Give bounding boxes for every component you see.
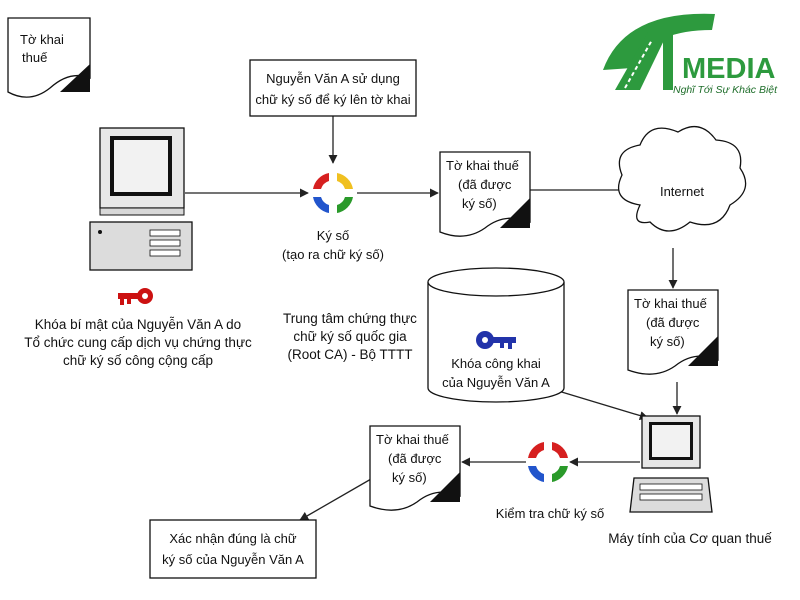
user-computer bbox=[89, 127, 193, 271]
logo-swoosh bbox=[603, 13, 715, 70]
root-ca-line2: chữ ký số quốc gia bbox=[293, 329, 407, 344]
doc-signed-right-line1: Tờ khai thuế bbox=[634, 296, 708, 311]
doc-top-left-line2: thuế bbox=[22, 50, 48, 65]
signer-note-line1: Nguyễn Văn A sử dụng bbox=[266, 71, 400, 86]
cycle-arrows-icon bbox=[313, 173, 353, 213]
verify-step-label: Kiểm tra chữ ký số bbox=[496, 506, 604, 521]
internet-cloud: Internet bbox=[617, 125, 747, 232]
blue-key-icon bbox=[476, 331, 516, 349]
sign-step-line2: (tạo ra chữ ký số) bbox=[282, 247, 384, 262]
doc-signed-top-line2: (đã được bbox=[458, 177, 512, 192]
doc-signed-top: Tờ khai thuế (đã được ký số) bbox=[439, 151, 531, 237]
brand-logo: MEDIA Nghĩ Tới Sự Khác Biệt bbox=[603, 13, 778, 96]
signer-note-line2: chữ ký số để ký lên tờ khai bbox=[255, 92, 410, 107]
doc-signed-bottom-line1: Tờ khai thuế bbox=[376, 432, 450, 447]
private-key-line3: chữ ký số công cộng cấp bbox=[62, 353, 214, 368]
doc-signed-bottom: Tờ khai thuế (đã được ký số) bbox=[369, 425, 461, 511]
confirm-line2: ký số của Nguyễn Văn A bbox=[162, 552, 304, 567]
logo-brand: MEDIA bbox=[682, 53, 776, 85]
doc-signed-top-line1: Tờ khai thuế bbox=[446, 158, 520, 173]
doc-signed-right: Tờ khai thuế (đã được ký số) bbox=[627, 289, 719, 375]
doc-top-left-line1: Tờ khai bbox=[20, 32, 64, 47]
public-key-line1: Khóa công khai bbox=[451, 356, 541, 371]
doc-top-left: Tờ khai thuế bbox=[7, 17, 91, 98]
root-ca-line1: Trung tâm chứng thực bbox=[283, 311, 417, 326]
root-ca-caption: Trung tâm chứng thực chữ ký số quốc gia … bbox=[280, 310, 420, 364]
logo-tagline: Nghĩ Tới Sự Khác Biệt bbox=[673, 84, 778, 96]
confirm-box: Xác nhận đúng là chữ ký số của Nguyễn Vă… bbox=[149, 519, 317, 579]
private-key-caption: Khóa bí mật của Nguyễn Văn A do Tổ chức … bbox=[8, 316, 268, 370]
tax-computer bbox=[629, 415, 713, 513]
doc-signed-bottom-line2: (đã được bbox=[388, 451, 442, 466]
doc-signed-top-line3: ký số) bbox=[462, 196, 497, 211]
cycle-arrows-icon bbox=[528, 442, 568, 482]
arrow-doc-to-confirm bbox=[299, 474, 379, 521]
tax-computer-label: Máy tính của Cơ quan thuế bbox=[608, 531, 772, 546]
logo-t-bar bbox=[663, 32, 673, 90]
signer-note: Nguyễn Văn A sử dụng chữ ký số để ký lên… bbox=[249, 59, 417, 117]
internet-label: Internet bbox=[660, 184, 704, 199]
sign-step-line1: Ký số bbox=[317, 228, 350, 243]
tax-computer-caption: Máy tính của Cơ quan thuế bbox=[590, 530, 790, 548]
public-key-line2: của Nguyễn Văn A bbox=[442, 375, 550, 390]
red-key-icon bbox=[118, 288, 153, 305]
confirm-line1: Xác nhận đúng là chữ bbox=[169, 531, 297, 546]
connectors bbox=[185, 116, 682, 521]
private-key-line1: Khóa bí mật của Nguyễn Văn A do bbox=[34, 317, 242, 332]
arrow-ca-to-taxpc bbox=[554, 389, 649, 420]
doc-signed-bottom-line3: ký số) bbox=[392, 470, 427, 485]
logo-road bbox=[615, 32, 668, 90]
doc-signed-right-line2: (đã được bbox=[646, 315, 700, 330]
root-ca-line3: (Root CA) - Bộ TTTT bbox=[287, 347, 413, 362]
private-key-line2: Tổ chức cung cấp dịch vụ chứng thực bbox=[24, 335, 252, 350]
doc-signed-right-line3: ký số) bbox=[650, 334, 685, 349]
